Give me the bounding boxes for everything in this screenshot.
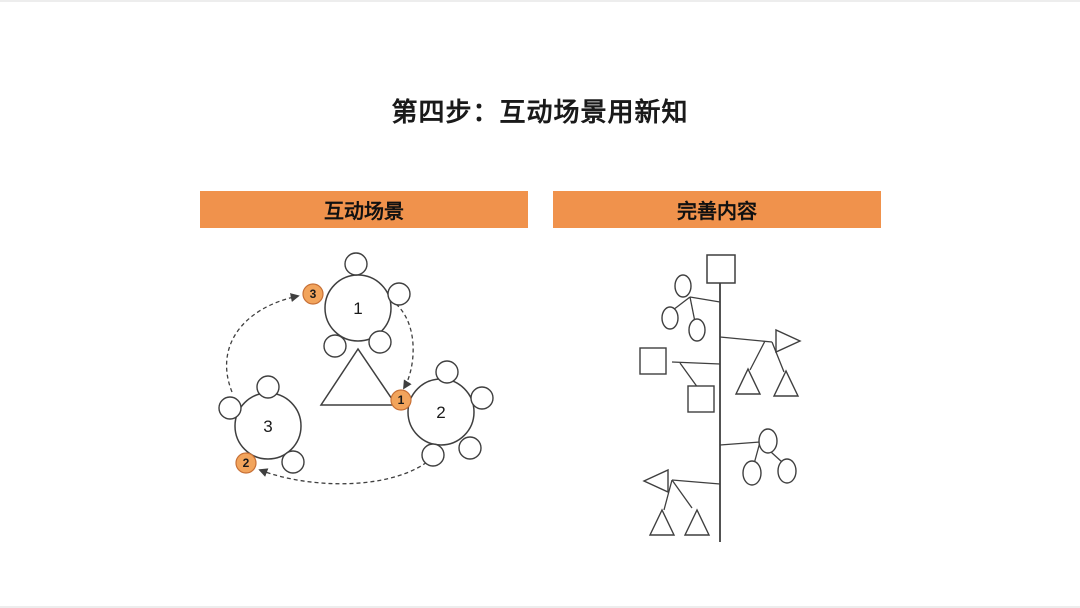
person-circle bbox=[256, 375, 280, 399]
branch-line bbox=[749, 340, 766, 371]
branch-line bbox=[679, 362, 699, 389]
leaf-triangle bbox=[775, 328, 802, 354]
interaction-diagram: 1 2 3 3 1 2 bbox=[218, 252, 494, 485]
branch-line bbox=[671, 479, 721, 485]
leaf-square bbox=[639, 347, 667, 375]
leaf-triangle bbox=[683, 508, 711, 536]
right-panel-header: 完善内容 bbox=[553, 191, 881, 228]
branch-line bbox=[663, 479, 673, 511]
badge-1-label: 1 bbox=[398, 393, 405, 407]
left-panel-header-label: 互动场景 bbox=[324, 201, 404, 223]
rotation-arrow-to-badge-1 bbox=[395, 303, 414, 390]
leaf-triangle bbox=[642, 468, 669, 494]
branch-line bbox=[771, 341, 785, 373]
left-panel-header: 互动场景 bbox=[200, 191, 528, 228]
person-circle bbox=[387, 282, 411, 306]
branch-line bbox=[672, 296, 691, 311]
rotation-arrow-to-badge-2 bbox=[258, 457, 433, 485]
branch-line bbox=[689, 296, 721, 303]
branch-line bbox=[689, 296, 696, 323]
person-circle bbox=[218, 396, 242, 420]
branch-line bbox=[671, 361, 721, 365]
rotation-arrow-to-badge-3 bbox=[226, 293, 300, 393]
leaf-ellipse bbox=[674, 274, 692, 298]
leaf-square bbox=[687, 385, 715, 413]
badge-1-circle bbox=[390, 389, 412, 411]
person-circle bbox=[368, 330, 392, 354]
leaf-ellipse bbox=[777, 458, 797, 484]
leaf-ellipse bbox=[758, 428, 778, 454]
person-circle bbox=[435, 360, 459, 384]
person-circle bbox=[470, 386, 494, 410]
leaf-ellipse bbox=[688, 318, 706, 342]
center-triangle-shape bbox=[319, 347, 398, 406]
table-3-label: 3 bbox=[263, 417, 272, 436]
slide-title: 第四步：互动场景用新知 bbox=[391, 98, 689, 127]
branch-line bbox=[671, 479, 693, 509]
person-circle bbox=[323, 334, 347, 358]
person-circle bbox=[421, 443, 445, 467]
right-panel-header-label: 完善内容 bbox=[677, 201, 757, 223]
person-circle bbox=[344, 252, 368, 276]
badge-2-label: 2 bbox=[243, 456, 250, 470]
badge-3-label: 3 bbox=[310, 287, 317, 301]
branch-line bbox=[719, 336, 773, 343]
leaf-triangle bbox=[648, 508, 676, 536]
table-1-label: 1 bbox=[353, 299, 362, 318]
badge-2-circle bbox=[235, 452, 257, 474]
branch-line bbox=[719, 441, 761, 446]
badge-3-circle bbox=[302, 283, 324, 305]
table-2-label: 2 bbox=[436, 403, 445, 422]
leaf-ellipse bbox=[661, 306, 679, 330]
content-tree-diagram bbox=[639, 254, 802, 542]
person-circle bbox=[458, 436, 482, 460]
tree-root-square bbox=[706, 254, 736, 284]
person-circle bbox=[281, 450, 305, 474]
leaf-triangle bbox=[772, 369, 800, 397]
leaf-triangle bbox=[734, 367, 762, 395]
leaf-ellipse bbox=[742, 460, 762, 486]
